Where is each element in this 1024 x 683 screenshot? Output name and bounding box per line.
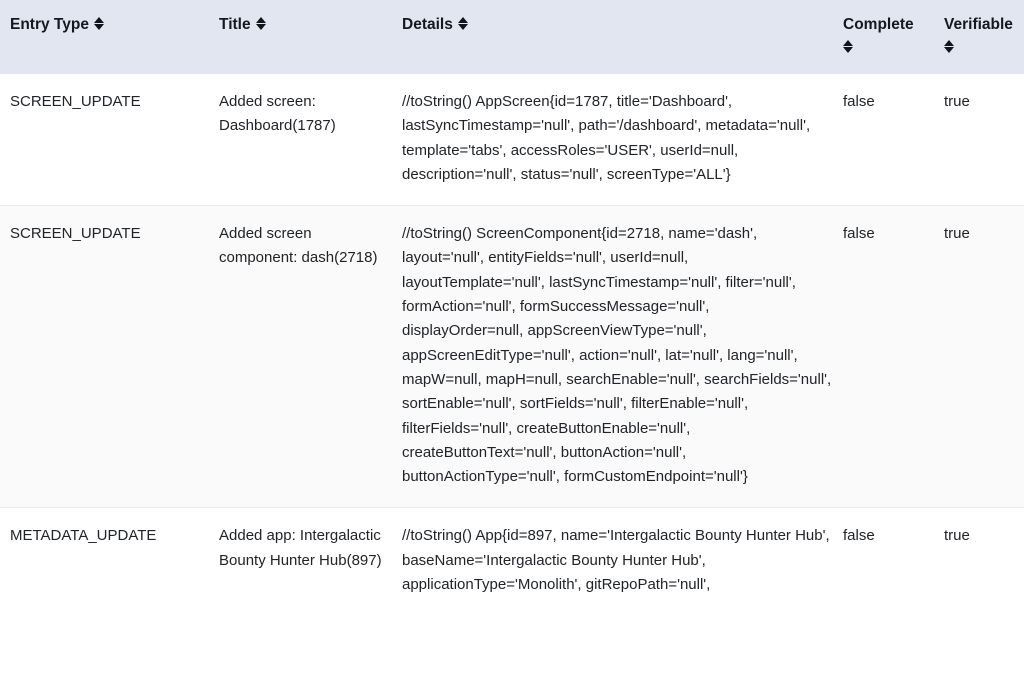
cell-details: //toString() App{id=897, name='Intergala…: [402, 507, 843, 616]
column-header-details-label: Details: [402, 16, 453, 33]
table-row[interactable]: SCREEN_UPDATE Added screen: Dashboard(17…: [0, 74, 1024, 206]
column-header-entry-type-label: Entry Type: [10, 16, 89, 33]
cell-verifiable: true: [944, 507, 1024, 616]
column-header-entry-type[interactable]: Entry Type: [0, 0, 219, 74]
sort-updown-icon[interactable]: [93, 16, 105, 31]
column-header-verifiable-label: Verifiable: [944, 16, 1013, 33]
title-text: Added screen: Dashboard(1787): [219, 92, 336, 135]
table-body: SCREEN_UPDATE Added screen: Dashboard(17…: [0, 74, 1024, 616]
cell-verifiable: true: [944, 74, 1024, 206]
sort-updown-icon[interactable]: [457, 16, 469, 31]
verifiable-value: true: [944, 225, 970, 243]
cell-complete: false: [843, 205, 944, 508]
column-header-complete[interactable]: Complete: [843, 0, 944, 74]
entry-type-text: SCREEN_UPDATE: [10, 92, 141, 110]
cell-entry-type: METADATA_UPDATE: [0, 507, 219, 616]
complete-value: false: [843, 527, 875, 545]
table-header: Entry Type Title Details Complete: [0, 0, 1024, 74]
cell-verifiable: true: [944, 205, 1024, 508]
cell-details: //toString() ScreenComponent{id=2718, na…: [402, 205, 843, 508]
verifiable-value: true: [944, 527, 970, 545]
cell-title: Added app: Intergalactic Bounty Hunter H…: [219, 507, 402, 616]
sort-updown-icon[interactable]: [255, 16, 267, 31]
column-header-verifiable[interactable]: Verifiable: [944, 0, 1024, 74]
cell-title: Added screen: Dashboard(1787): [219, 74, 402, 206]
cell-title: Added screen component: dash(2718): [219, 205, 402, 508]
column-header-details[interactable]: Details: [402, 0, 843, 74]
cell-entry-type: SCREEN_UPDATE: [0, 205, 219, 508]
audit-log-table: Entry Type Title Details Complete: [0, 0, 1024, 616]
cell-complete: false: [843, 507, 944, 616]
entry-type-text: SCREEN_UPDATE: [10, 225, 141, 243]
column-header-title[interactable]: Title: [219, 0, 402, 74]
complete-value: false: [843, 92, 875, 110]
title-text: Added app: Intergalactic Bounty Hunter H…: [219, 527, 382, 569]
table-header-row: Entry Type Title Details Complete: [0, 0, 1024, 74]
column-header-complete-label: Complete: [843, 16, 914, 33]
verifiable-value: true: [944, 92, 970, 110]
details-text: //toString() AppScreen{id=1787, title='D…: [402, 92, 811, 183]
sort-updown-icon[interactable]: [843, 39, 854, 54]
table-row[interactable]: SCREEN_UPDATE Added screen component: da…: [0, 205, 1024, 508]
cell-entry-type: SCREEN_UPDATE: [0, 74, 219, 206]
column-header-title-label: Title: [219, 16, 251, 33]
title-text: Added screen component: dash(2718): [219, 225, 378, 267]
sort-updown-icon[interactable]: [944, 39, 955, 54]
details-text: //toString() App{id=897, name='Intergala…: [402, 527, 830, 593]
table-row[interactable]: METADATA_UPDATE Added app: Intergalactic…: [0, 507, 1024, 616]
complete-value: false: [843, 225, 875, 243]
details-text: //toString() ScreenComponent{id=2718, na…: [402, 225, 832, 486]
entry-type-text: METADATA_UPDATE: [10, 527, 157, 545]
cell-details: //toString() AppScreen{id=1787, title='D…: [402, 74, 843, 206]
cell-complete: false: [843, 74, 944, 206]
